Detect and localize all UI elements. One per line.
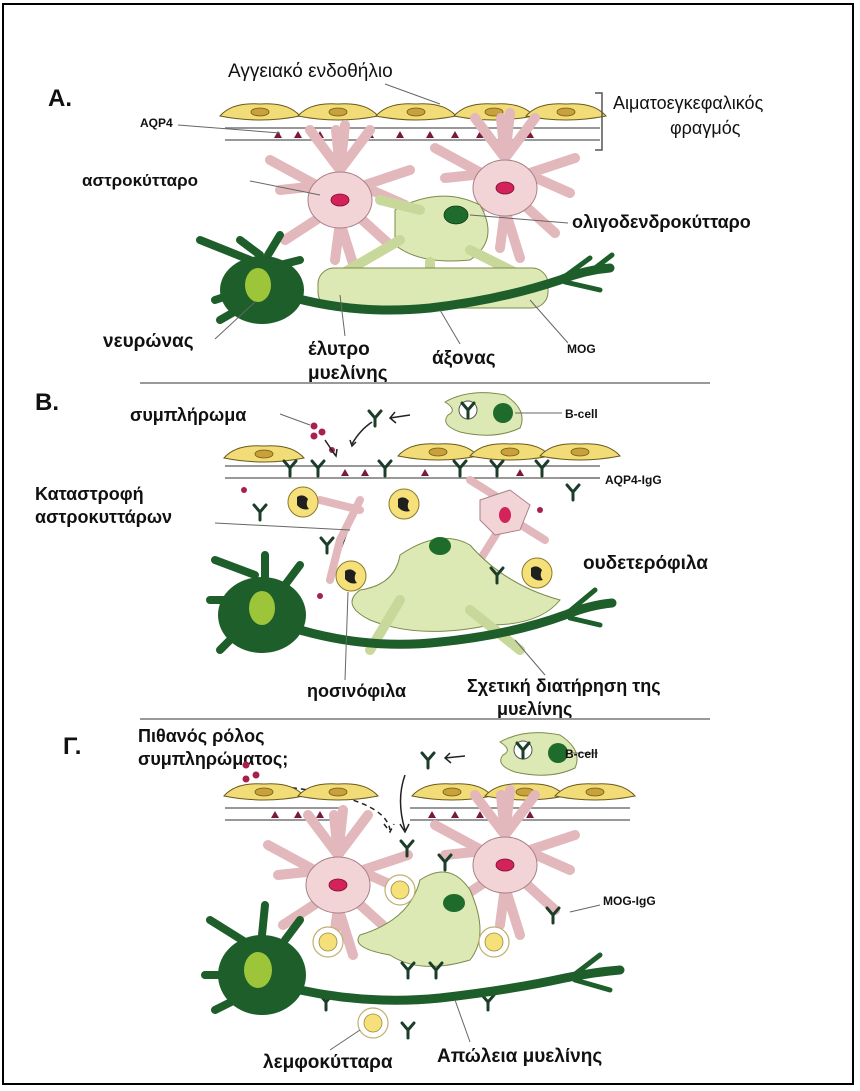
axon-label: άξονας: [432, 348, 496, 369]
eosinophils-label: ηοσινόφιλα: [307, 681, 406, 701]
endothelium-row-b: [224, 444, 620, 462]
complement-label-b: συμπλήρωμα: [130, 405, 246, 425]
bcell-b: [445, 393, 522, 436]
mog-igg-label: MOG-IgG: [603, 894, 656, 908]
aqp4-igg-bound: [284, 461, 548, 476]
role-label-2: συμπληρώματος;: [138, 749, 288, 769]
panel-b-letter: Β.: [35, 389, 59, 416]
neutrophils-label: ουδετερόφιλα: [583, 553, 708, 574]
myelin-label-2: μυελίνης: [308, 363, 388, 384]
aqp4-label: AQP4: [140, 116, 173, 130]
role-label-1: Πιθανός ρόλος: [138, 726, 264, 746]
panel-a-letter: Α.: [48, 85, 72, 112]
aqp4-igg-label: AQP4-IgG: [605, 473, 662, 487]
panel-a: Α. Αγγει: [48, 61, 764, 384]
preservation-label-1: Σχετική διατήρηση της: [467, 676, 661, 696]
myelin-label-1: έλυτρο: [308, 339, 370, 360]
bcell-label-c: B-cell: [565, 747, 598, 761]
endothelium-row-c: [224, 784, 635, 800]
oligodendrocyte-label: ολιγοδενδροκύτταρο: [572, 212, 751, 232]
bcell-label-b: B-cell: [565, 407, 598, 421]
bbb-label-1: Αιματοεγκεφαλικός: [613, 93, 764, 113]
panel-c: Γ. Πιθανός ρόλος συμπληρώματος;: [63, 726, 656, 1073]
neuron-label: νευρώνας: [103, 331, 194, 352]
endothelium-label: Αγγειακό ενδοθήλιο: [228, 61, 393, 82]
bbb-label-2: φραγμός: [670, 118, 741, 138]
panel-b: Β.: [35, 389, 708, 719]
astrocyte-label: αστροκύτταρο: [82, 171, 198, 190]
mog-label: MOG: [567, 342, 596, 356]
myelin-loss-label: Απώλεια μυελίνης: [437, 1046, 602, 1067]
endothelium-row: [220, 104, 606, 120]
destruction-label-2: αστροκυττάρων: [35, 507, 172, 527]
panel-c-letter: Γ.: [63, 733, 81, 760]
destruction-label-1: Καταστροφή: [35, 484, 144, 504]
preservation-label-2: μυελίνης: [497, 699, 572, 719]
lymphocytes-label: λεμφοκύτταρα: [263, 1052, 393, 1073]
